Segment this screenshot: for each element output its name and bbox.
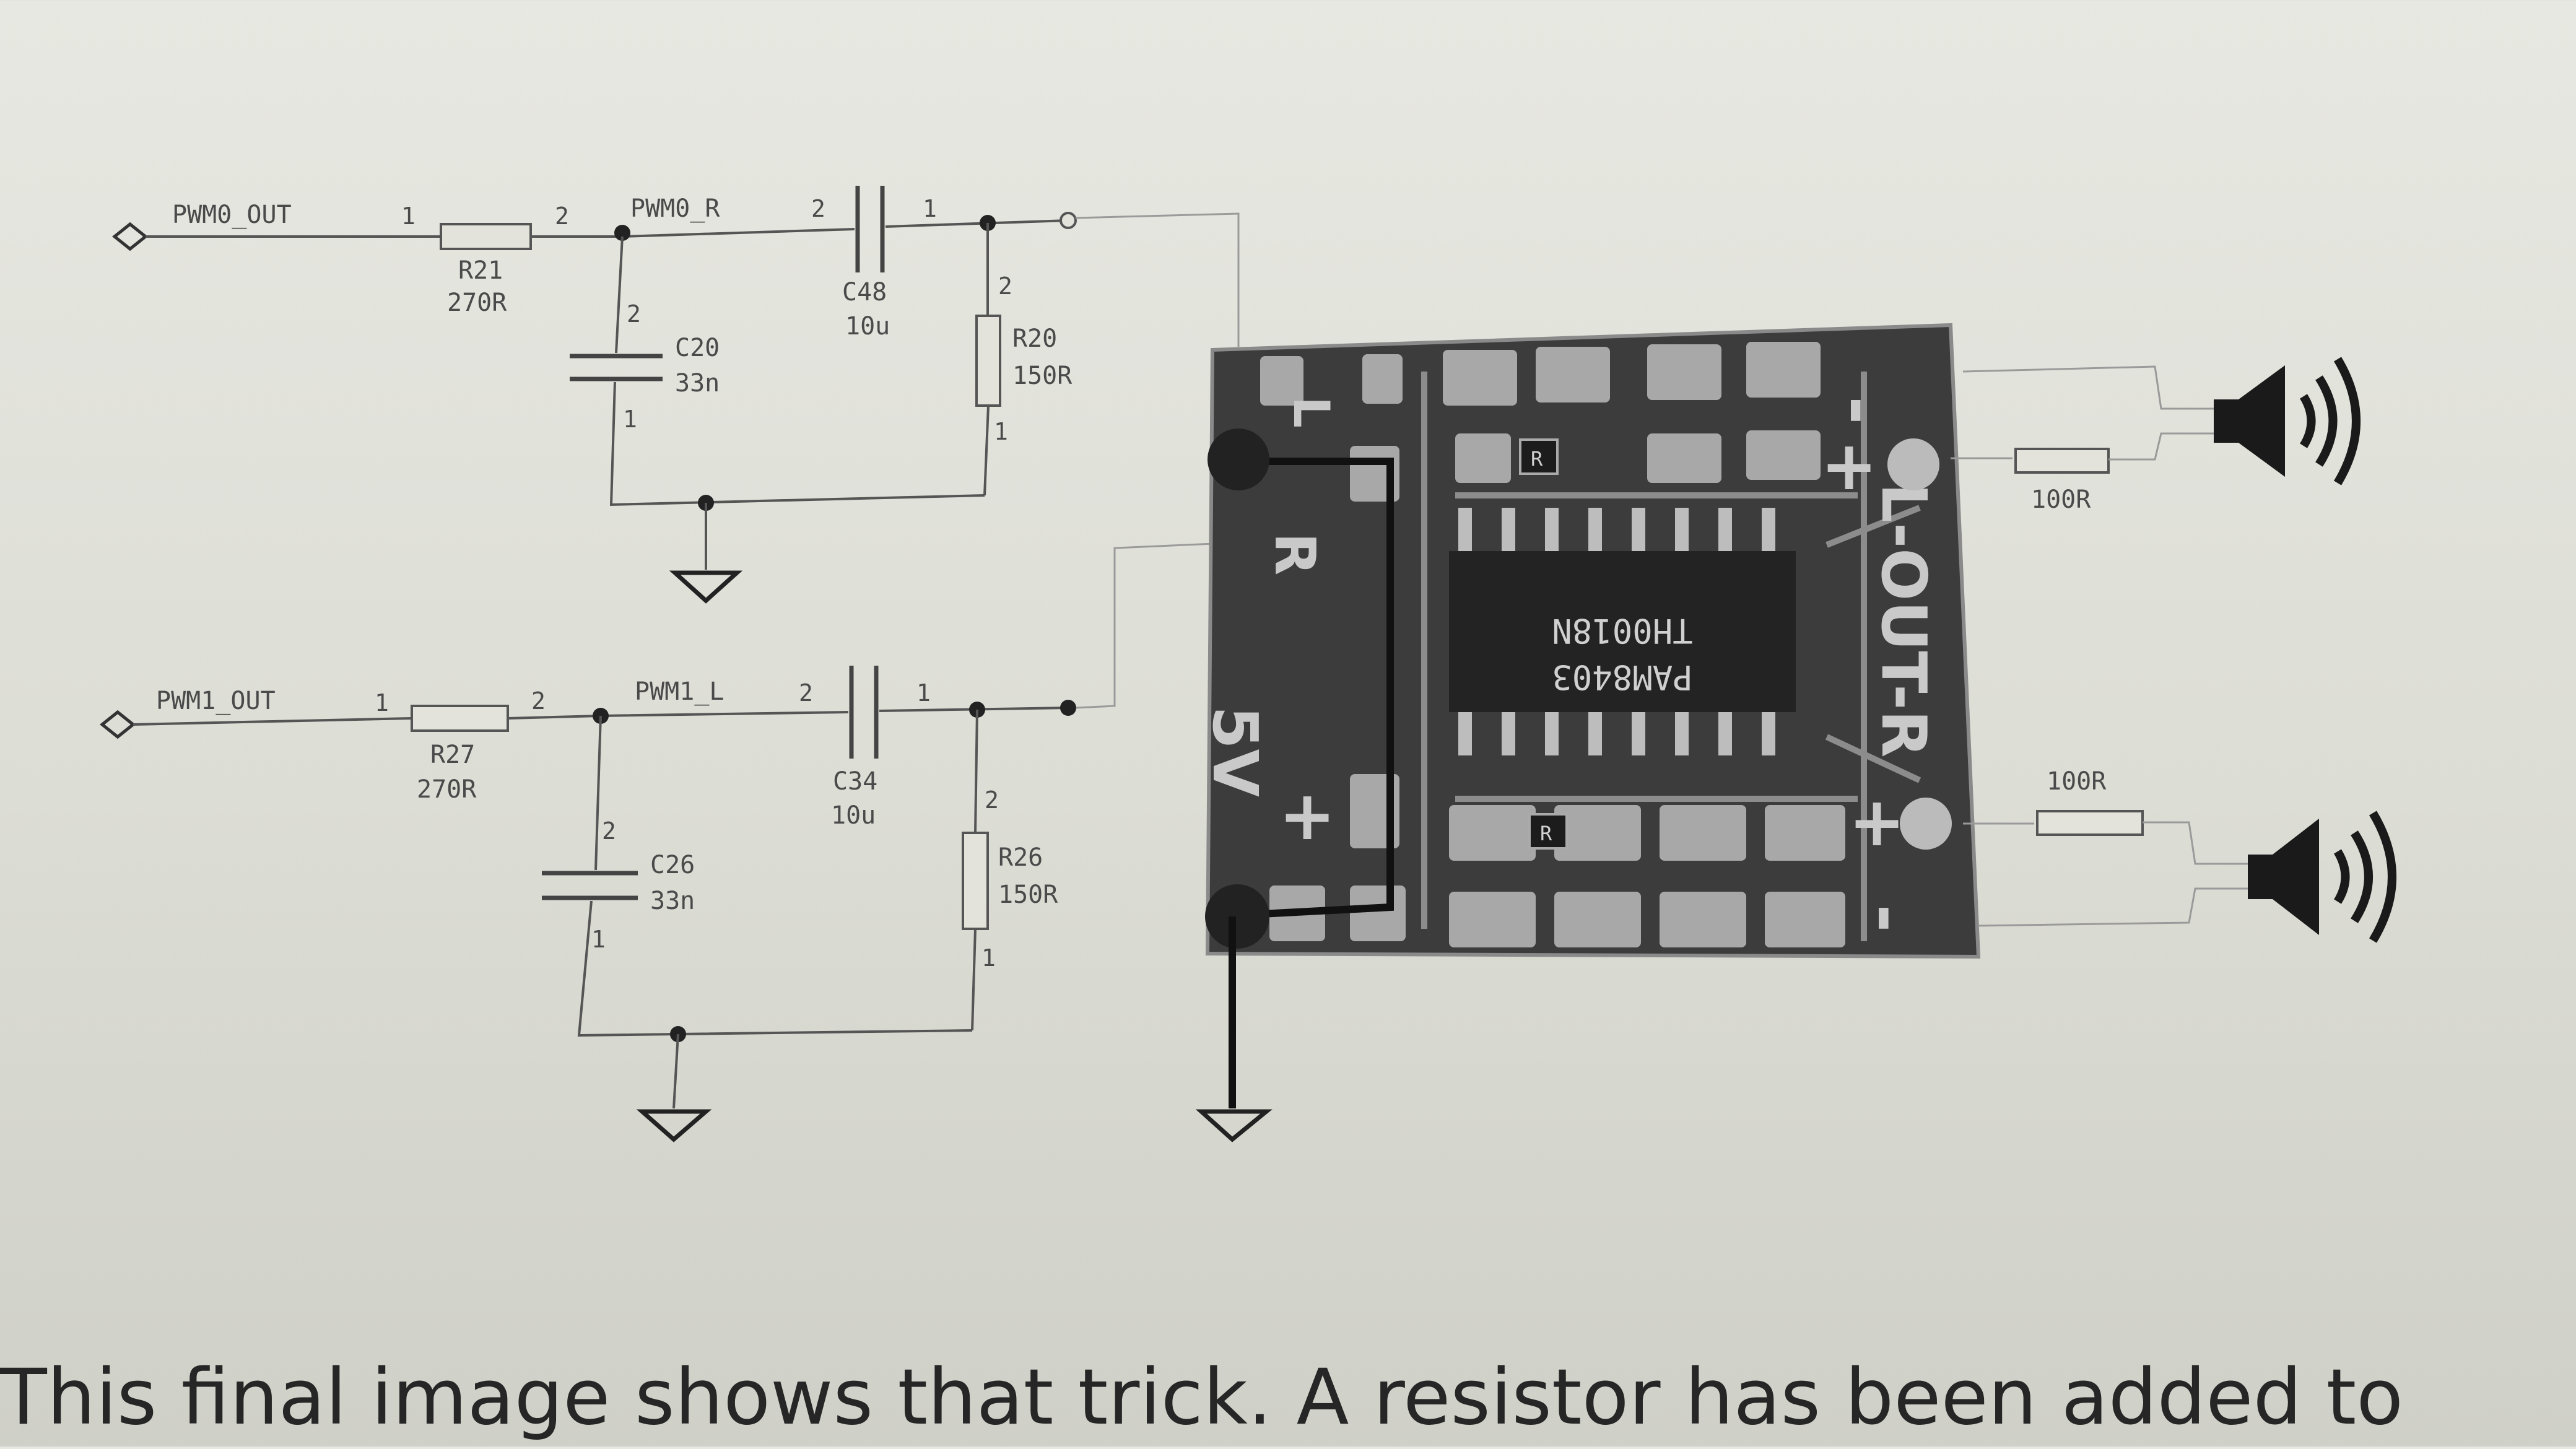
chip-marking-line1: PAM8403 bbox=[1552, 658, 1693, 697]
ref-label-c20: C20 bbox=[675, 334, 720, 362]
pin-label: 2 bbox=[531, 687, 546, 715]
pin-label: 1 bbox=[923, 195, 937, 222]
output-terminal bbox=[1060, 700, 1076, 716]
net-label-pwm0-out: PWM0_OUT bbox=[172, 201, 292, 229]
value-label-c26: 33n bbox=[650, 887, 695, 915]
ic-chip bbox=[1449, 551, 1796, 712]
pin-label: 1 bbox=[375, 689, 389, 716]
smd-code: R bbox=[1531, 447, 1543, 471]
ground-icon bbox=[636, 1109, 712, 1142]
resistor-100r-top bbox=[2014, 448, 2110, 474]
pin-label: 2 bbox=[998, 272, 1012, 300]
board-plus: + bbox=[1279, 776, 1336, 855]
pin-label: 1 bbox=[591, 926, 606, 953]
board-label-5v: 5V bbox=[1199, 706, 1271, 797]
board-minus: - bbox=[1848, 904, 1927, 933]
ref-label-r21: R21 bbox=[458, 256, 503, 285]
pin-label: 2 bbox=[555, 202, 569, 230]
speaker-outputs: 100R 100R bbox=[1951, 357, 2396, 943]
board-label-r: R bbox=[1262, 533, 1327, 575]
ref-label-c48: C48 bbox=[842, 278, 887, 307]
pin-label: 2 bbox=[799, 679, 813, 707]
pin-label: 2 bbox=[811, 195, 825, 222]
value-label-r26: 150R bbox=[998, 881, 1058, 909]
net-label-pwm0-r: PWM0_R bbox=[630, 194, 720, 223]
pin-label: 1 bbox=[981, 944, 996, 972]
resistor-100r-bottom bbox=[2036, 810, 2144, 836]
ref-label-c34: C34 bbox=[833, 767, 877, 796]
board-label-output: L-OUT-R bbox=[1868, 483, 1940, 757]
resistor-r20 bbox=[975, 315, 1001, 407]
value-label-100r-top: 100R bbox=[2031, 485, 2091, 514]
board-traces bbox=[1421, 372, 1921, 941]
value-label-c34: 10u bbox=[831, 801, 876, 830]
output-pad bbox=[1887, 438, 1939, 490]
power-wiring bbox=[1195, 429, 1394, 1142]
board-minus: - bbox=[1820, 396, 1899, 425]
speaker-icon bbox=[2214, 357, 2361, 485]
pin-label: 1 bbox=[916, 679, 931, 707]
pin-label: 2 bbox=[627, 300, 641, 328]
board-label-l: L bbox=[1282, 396, 1340, 428]
input-port-icon bbox=[99, 710, 136, 739]
value-label-c20: 33n bbox=[675, 369, 720, 398]
value-label-r21: 270R bbox=[447, 289, 507, 317]
ground-icon bbox=[1195, 1109, 1273, 1142]
caption-text: This final image shows that trick. A res… bbox=[0, 1359, 2404, 1442]
pin-label: 2 bbox=[602, 817, 616, 845]
bottom-channel: PWM1_OUT 1 2 R27 270R PWM1_L 2 1 C26 33n… bbox=[99, 542, 1214, 1142]
speaker-icon bbox=[2248, 811, 2396, 943]
ic-pins-bottom bbox=[1458, 712, 1775, 755]
pin-label: 1 bbox=[994, 418, 1008, 445]
ref-label-r20: R20 bbox=[1012, 324, 1057, 353]
value-label-r20: 150R bbox=[1012, 362, 1073, 390]
input-solder-point bbox=[1208, 429, 1269, 490]
chip-marking-line2: TH0018N bbox=[1552, 611, 1693, 650]
board-plus: + bbox=[1821, 426, 1878, 505]
resistor-r26 bbox=[962, 832, 989, 930]
pin-label: 2 bbox=[985, 786, 999, 814]
board-plus: + bbox=[1848, 782, 1905, 861]
resistor-r21 bbox=[440, 223, 532, 250]
output-terminal bbox=[1060, 212, 1077, 229]
ref-label-c26: C26 bbox=[650, 851, 695, 879]
ref-label-r26: R26 bbox=[998, 843, 1043, 872]
output-pad bbox=[1900, 798, 1952, 850]
smd-code: R bbox=[1540, 822, 1552, 845]
pin-label: 1 bbox=[401, 202, 416, 230]
junction-dot bbox=[614, 225, 630, 241]
ground-icon bbox=[669, 570, 743, 604]
net-label-pwm1-l: PWM1_L bbox=[635, 677, 724, 706]
ref-label-r27: R27 bbox=[430, 741, 475, 769]
amplifier-board: TH0018N PAM8403 R R L R 5V L-OUT-R + + +… bbox=[1199, 323, 1981, 959]
value-label-100r-bottom: 100R bbox=[2047, 767, 2107, 796]
value-label-c48: 10u bbox=[845, 312, 890, 341]
smd-component bbox=[1528, 813, 1568, 850]
power-solder-point bbox=[1205, 884, 1269, 949]
resistor-r27 bbox=[411, 705, 509, 732]
value-label-r27: 270R bbox=[417, 775, 477, 804]
ic-pins-top bbox=[1458, 508, 1775, 551]
pin-label: 1 bbox=[623, 406, 637, 433]
top-channel: PWM0_OUT 1 2 R21 270R PWM0_R 2 1 C20 33n… bbox=[111, 186, 1240, 604]
smd-component bbox=[1519, 438, 1559, 475]
net-label-pwm1-out: PWM1_OUT bbox=[156, 687, 276, 715]
input-port-icon bbox=[111, 222, 149, 251]
